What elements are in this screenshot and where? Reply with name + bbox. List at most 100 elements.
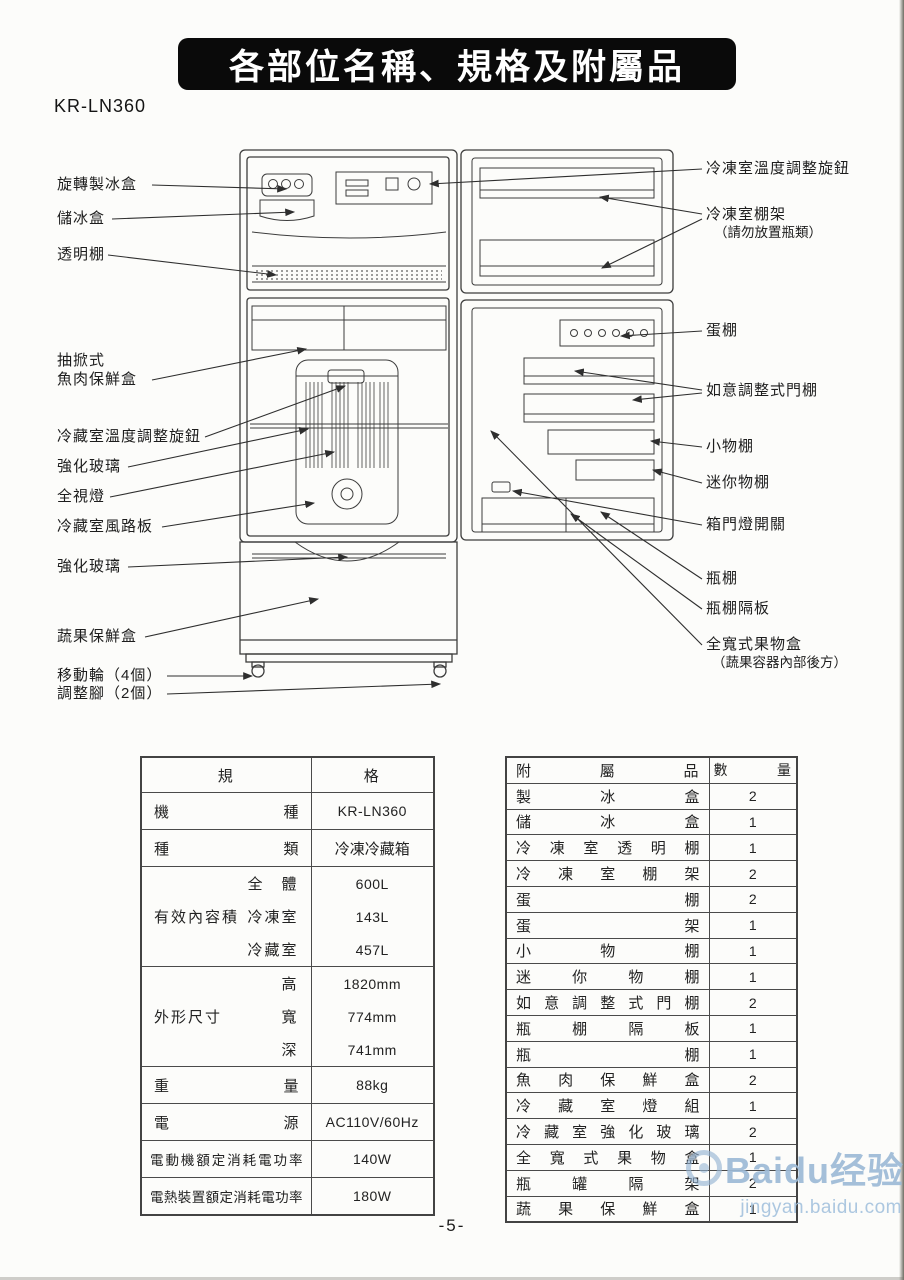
spec-row-motor-power: 電動機額定消耗電功率 140W: [140, 1140, 435, 1178]
spec-label-cell: 電熱裝置額定消耗電功率: [140, 1177, 312, 1216]
accessory-header-row: 附屬品 數量: [505, 756, 798, 784]
part-label-adjustable-door-shelf: 如意調整式門棚: [706, 382, 819, 399]
accessory-qty-cell: 1: [708, 937, 798, 965]
spec-label-cell: 電源: [140, 1103, 312, 1141]
part-label-wheels: 移動輪（4個）: [57, 667, 163, 684]
part-label-freezer-shelf: 冷凍室棚架: [706, 206, 787, 223]
spec-row-capacity-total: 全 體 600L: [140, 866, 435, 900]
part-label-clear-shelf: 透明棚: [57, 246, 106, 263]
accessory-name-cell: 全寬式果物盒: [505, 1143, 710, 1171]
accessory-qty-cell: 2: [708, 782, 798, 810]
part-label-mini-shelf: 迷你物棚: [706, 474, 771, 491]
part-label-egg-shelf: 蛋棚: [706, 322, 739, 339]
accessory-name-cell: 瓶棚: [505, 1040, 710, 1068]
spec-row-type: 種類 冷凍冷藏箱: [140, 829, 435, 867]
spec-header-label: 規: [140, 756, 312, 793]
part-label-feet: 調整腳（2個）: [57, 685, 163, 702]
accessory-name-cell: 魚肉保鮮盒: [505, 1066, 710, 1094]
accessory-header-qty: 數量: [708, 756, 798, 784]
spec-value-cell: 140W: [310, 1140, 435, 1178]
part-label-pullout-line1: 抽掀式: [57, 352, 106, 369]
spec-value-cell: 774mm: [310, 1000, 435, 1033]
spec-row-heater-power: 電熱裝置額定消耗電功率 180W: [140, 1177, 435, 1216]
spec-label-cell: 電動機額定消耗電功率: [140, 1140, 312, 1178]
freezer-door: [460, 149, 674, 294]
accessory-qty-cell: 1: [708, 808, 798, 836]
spec-label-cell: 冷藏室: [140, 933, 312, 967]
spec-label-cell: 重量: [140, 1066, 312, 1104]
accessory-name-cell: 製冰盒: [505, 782, 710, 810]
accessory-qty-cell: 2: [708, 1118, 798, 1145]
spec-table: 規 格 機種 KR-LN360 種類 冷凍冷藏箱 全 體 600L 有效內容積冷…: [140, 756, 435, 1216]
accessory-qty-cell: 1: [708, 911, 798, 939]
part-label-door-light-switch: 箱門燈開關: [706, 516, 787, 533]
part-label-air-duct: 冷藏室風路板: [57, 518, 154, 535]
spec-value-cell: AC110V/60Hz: [310, 1103, 435, 1141]
spec-group-label: 外形尺寸: [154, 1009, 223, 1026]
spec-row-depth: 深 741mm: [140, 1033, 435, 1067]
spec-label-cell: 外形尺寸寬: [140, 1000, 312, 1033]
accessory-name-cell: 蛋架: [505, 911, 710, 939]
spec-value-cell: 88kg: [310, 1066, 435, 1104]
accessory-qty-cell: 2: [708, 1169, 798, 1197]
part-label-freezer-temp-knob: 冷凍室溫度調整旋鈕: [706, 160, 851, 177]
spec-label-cell: 種類: [140, 829, 312, 867]
accessory-name-cell: 如意調整式門棚: [505, 989, 710, 1016]
spec-sub-label: 高: [281, 976, 299, 993]
part-label-tempered-glass-2: 強化玻璃: [57, 558, 122, 575]
spec-label-cell: 高: [140, 966, 312, 1000]
fridge-cabinet: [239, 149, 458, 678]
spec-value-cell: 143L: [310, 900, 435, 933]
accessory-name-cell: 冷凍室透明棚: [505, 834, 710, 862]
part-label-freezer-shelf-note: （請勿放置瓶類）: [714, 225, 822, 240]
accessory-name-cell: 冷藏室燈組: [505, 1092, 710, 1120]
spec-value-cell: KR-LN360: [310, 792, 435, 830]
spec-row-capacity-fridge: 冷藏室 457L: [140, 933, 435, 967]
accessory-qty-cell: 2: [708, 860, 798, 887]
part-label-tempered-glass-1: 強化玻璃: [57, 458, 122, 475]
part-label-rotating-ice-box: 旋轉製冰盒: [57, 176, 138, 193]
spec-label-cell: 全 體: [140, 866, 312, 900]
part-label-fruit-box-note: （蔬果容器內部後方）: [712, 655, 847, 670]
page-banner: 各部位名稱、規格及附屬品: [178, 38, 736, 90]
accessory-qty-cell: 1: [708, 834, 798, 862]
spec-row-capacity-freezer: 有效內容積冷凍室 143L: [140, 900, 435, 933]
accessory-name-cell: 蛋棚: [505, 885, 710, 913]
spec-sub-label: 全 體: [247, 876, 299, 893]
part-label-fridge-temp-knob: 冷藏室溫度調整旋鈕: [57, 428, 202, 445]
accessory-qty-cell: 1: [708, 963, 798, 991]
model-number: KR-LN360: [54, 96, 147, 116]
part-label-fish-box: 魚肉保鮮盒: [57, 371, 138, 388]
accessory-header-name: 附屬品: [505, 756, 710, 784]
accessory-qty-cell: 1: [708, 1092, 798, 1120]
spec-row-power: 電源 AC110V/60Hz: [140, 1103, 435, 1141]
fridge-compartment: [250, 305, 448, 562]
spec-value-cell: 冷凍冷藏箱: [310, 829, 435, 867]
spec-sub-label: 冷凍室: [247, 909, 299, 926]
accessory-name-cell: 小物棚: [505, 937, 710, 965]
spec-header-row: 規 格: [140, 756, 435, 793]
accessory-name-cell: 冷藏室強化玻璃: [505, 1118, 710, 1145]
spec-value-cell: 600L: [310, 866, 435, 900]
part-label-small-shelf: 小物棚: [706, 438, 755, 455]
part-label-lamp: 全視燈: [57, 488, 106, 505]
part-label-bottle-divider: 瓶棚隔板: [706, 600, 771, 617]
accessory-name-cell: 儲冰盒: [505, 808, 710, 836]
spec-header-value: 格: [310, 756, 435, 793]
spec-row-model: 機種 KR-LN360: [140, 792, 435, 830]
